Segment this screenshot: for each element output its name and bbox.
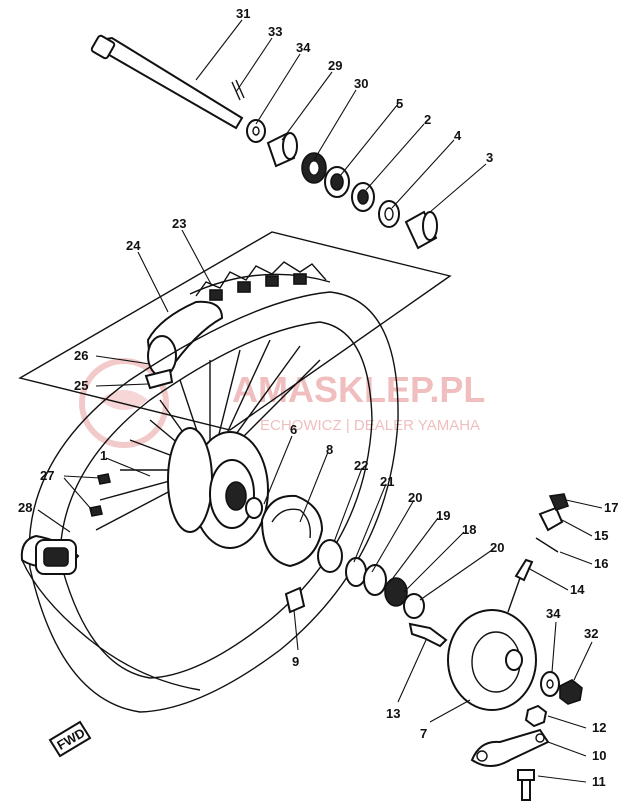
watermark-logo-mark	[100, 390, 148, 410]
callout-6: 6	[290, 422, 297, 437]
tire-tread	[189, 261, 331, 301]
callout-7: 7	[420, 726, 427, 741]
callout-30: 30	[354, 76, 368, 91]
hub	[167, 427, 269, 549]
indicator-pin	[514, 558, 534, 582]
callout-24: 24	[126, 238, 141, 253]
spacer-end	[422, 211, 438, 241]
nut	[524, 704, 548, 728]
callouts: 31 33 34 29 30 5 2 4 3 23 24 26 25 6 8 2…	[18, 6, 618, 789]
tire-group-outline	[18, 231, 452, 431]
spacer-washer	[378, 200, 400, 228]
callout-12: 12	[592, 720, 606, 735]
callout-29: 29	[328, 58, 342, 73]
leader-lines	[37, 19, 603, 783]
callout-9: 9	[292, 654, 299, 669]
callout-14: 14	[570, 582, 585, 597]
valve-nut	[284, 586, 306, 614]
callout-15: 15	[594, 528, 608, 543]
callout-25: 25	[74, 378, 88, 393]
callout-1: 1	[100, 448, 107, 463]
tube-valve	[144, 368, 174, 390]
callout-26: 26	[74, 348, 88, 363]
callout-33: 33	[268, 24, 282, 39]
spacer-flanged	[363, 564, 387, 596]
watermark-tagline: ECHOWICZ | DEALER YAMAHA	[260, 417, 480, 434]
bearing-2-race	[357, 189, 369, 205]
watermark-logo-icon	[79, 358, 169, 448]
castle-nut	[559, 679, 583, 705]
plug	[538, 506, 564, 532]
oil-seal-hole	[308, 160, 320, 176]
callout-20b: 20	[490, 540, 504, 555]
callout-28: 28	[18, 500, 32, 515]
callout-23: 23	[172, 216, 186, 231]
hub-center	[225, 481, 247, 511]
axle	[98, 36, 244, 130]
callout-3: 3	[486, 150, 493, 165]
brake-plate	[447, 609, 537, 711]
bearing-brake	[384, 577, 408, 607]
hub-flange	[167, 427, 213, 533]
callout-8: 8	[326, 442, 333, 457]
wheel	[21, 291, 399, 713]
callout-18: 18	[462, 522, 476, 537]
fwd-badge: FWD	[48, 720, 92, 758]
bolt	[517, 769, 535, 801]
callout-11: 11	[592, 774, 606, 789]
seal-brake	[403, 593, 425, 619]
callout-31: 31	[236, 6, 250, 21]
bearing-race	[330, 173, 344, 191]
callout-16: 16	[594, 556, 608, 571]
cap	[548, 493, 570, 511]
watermark-brand: AMASKLEP.PL	[232, 369, 485, 410]
callout-34b: 34	[546, 606, 561, 621]
callout-17: 17	[604, 500, 618, 515]
washer	[246, 119, 266, 143]
callout-22: 22	[354, 458, 368, 473]
callout-13: 13	[386, 706, 400, 721]
watermark: AMASKLEP.PL ECHOWICZ | DEALER YAMAHA	[79, 358, 485, 448]
rim-tape	[20, 534, 80, 575]
callout-10: 10	[592, 748, 606, 763]
callout-2: 2	[424, 112, 431, 127]
inner-tube	[144, 300, 224, 390]
callout-4: 4	[454, 128, 462, 143]
callout-20: 20	[408, 490, 422, 505]
tire-group-frame	[18, 231, 452, 431]
callout-5: 5	[396, 96, 403, 111]
cotter-pin	[231, 79, 245, 101]
spoke-nipples	[89, 473, 111, 517]
collar-end	[282, 132, 298, 160]
grease-fitting	[408, 622, 448, 648]
callout-21: 21	[380, 474, 394, 489]
oil-seal-brake	[317, 539, 343, 573]
callout-34: 34	[296, 40, 311, 55]
callout-32: 32	[584, 626, 598, 641]
circlip	[345, 557, 367, 587]
callout-27: 27	[40, 468, 54, 483]
cam-shaft	[505, 649, 523, 671]
o-ring	[535, 537, 559, 553]
spacer-washer-hole	[384, 207, 394, 221]
washer-hole	[252, 126, 260, 136]
brake-shoes	[245, 494, 324, 568]
axle-head	[90, 34, 116, 60]
brake-parts	[317, 493, 583, 801]
callout-19: 19	[436, 508, 450, 523]
washer-right	[540, 671, 560, 697]
axle-assembly	[90, 34, 438, 250]
shoe-pin	[245, 497, 263, 519]
